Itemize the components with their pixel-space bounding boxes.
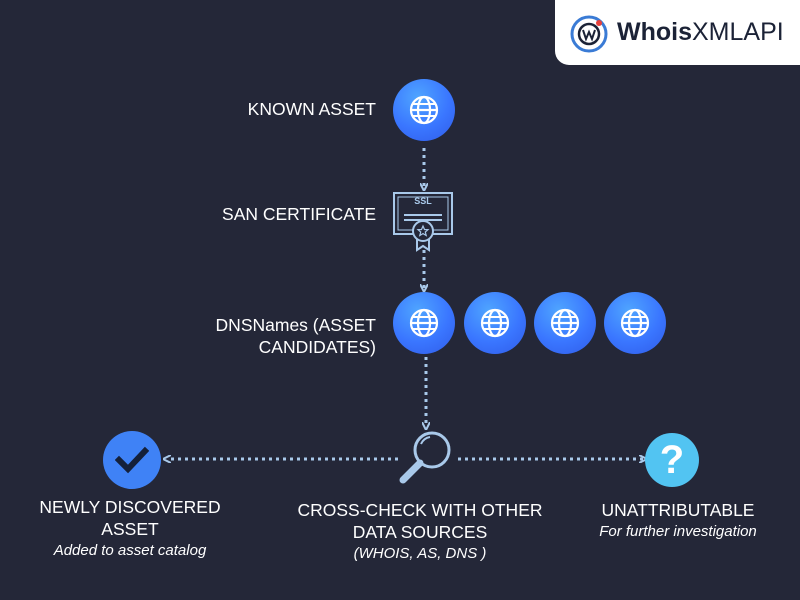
dnsnames-label-line2: CANDIDATES) xyxy=(258,337,376,357)
unattributable-line1: UNATTRIBUTABLE xyxy=(601,500,755,520)
newly-discovered-line2: ASSET xyxy=(101,519,159,539)
globe-icon xyxy=(464,292,526,354)
whoisxmlapi-logo-icon xyxy=(570,15,608,53)
question-mark: ? xyxy=(659,438,685,482)
globe-icon xyxy=(393,79,455,141)
newly-discovered-line1: NEWLY DISCOVERED xyxy=(39,497,221,517)
ssl-certificate-icon xyxy=(393,192,453,252)
checkmark-icon xyxy=(103,431,161,489)
dnsnames-label-line1: DNSNames (ASSET xyxy=(215,315,376,335)
unattributable-sub: For further investigation xyxy=(599,523,757,540)
newly-discovered-sub: Added to asset catalog xyxy=(53,542,207,559)
dnsnames-label: DNSNames (ASSET CANDIDATES) xyxy=(150,314,376,358)
san-certificate-label: SAN CERTIFICATE xyxy=(222,204,376,224)
cross-check-sub: (WHOIS, AS, DNS ) xyxy=(353,545,487,562)
logo-wordmark: WhoisXMLAPI xyxy=(617,18,784,46)
unattributable-label: UNATTRIBUTABLE For further investigation xyxy=(567,499,789,543)
cross-check-line1: CROSS-CHECK WITH OTHER xyxy=(297,500,543,520)
known-asset-label: KNOWN ASSET xyxy=(247,99,376,119)
question-icon: ? xyxy=(645,433,699,487)
newly-discovered-label: NEWLY DISCOVERED ASSET Added to asset ca… xyxy=(10,496,250,562)
magnifier-icon xyxy=(399,431,451,484)
cross-check-label: CROSS-CHECK WITH OTHER DATA SOURCES (WHO… xyxy=(270,499,570,565)
globe-icon xyxy=(534,292,596,354)
globe-icon xyxy=(393,292,455,354)
logo-panel: WhoisXMLAPI xyxy=(555,0,800,65)
ssl-text: SSL xyxy=(414,196,432,206)
globe-icon xyxy=(604,292,666,354)
cross-check-line2: DATA SOURCES xyxy=(352,522,488,542)
